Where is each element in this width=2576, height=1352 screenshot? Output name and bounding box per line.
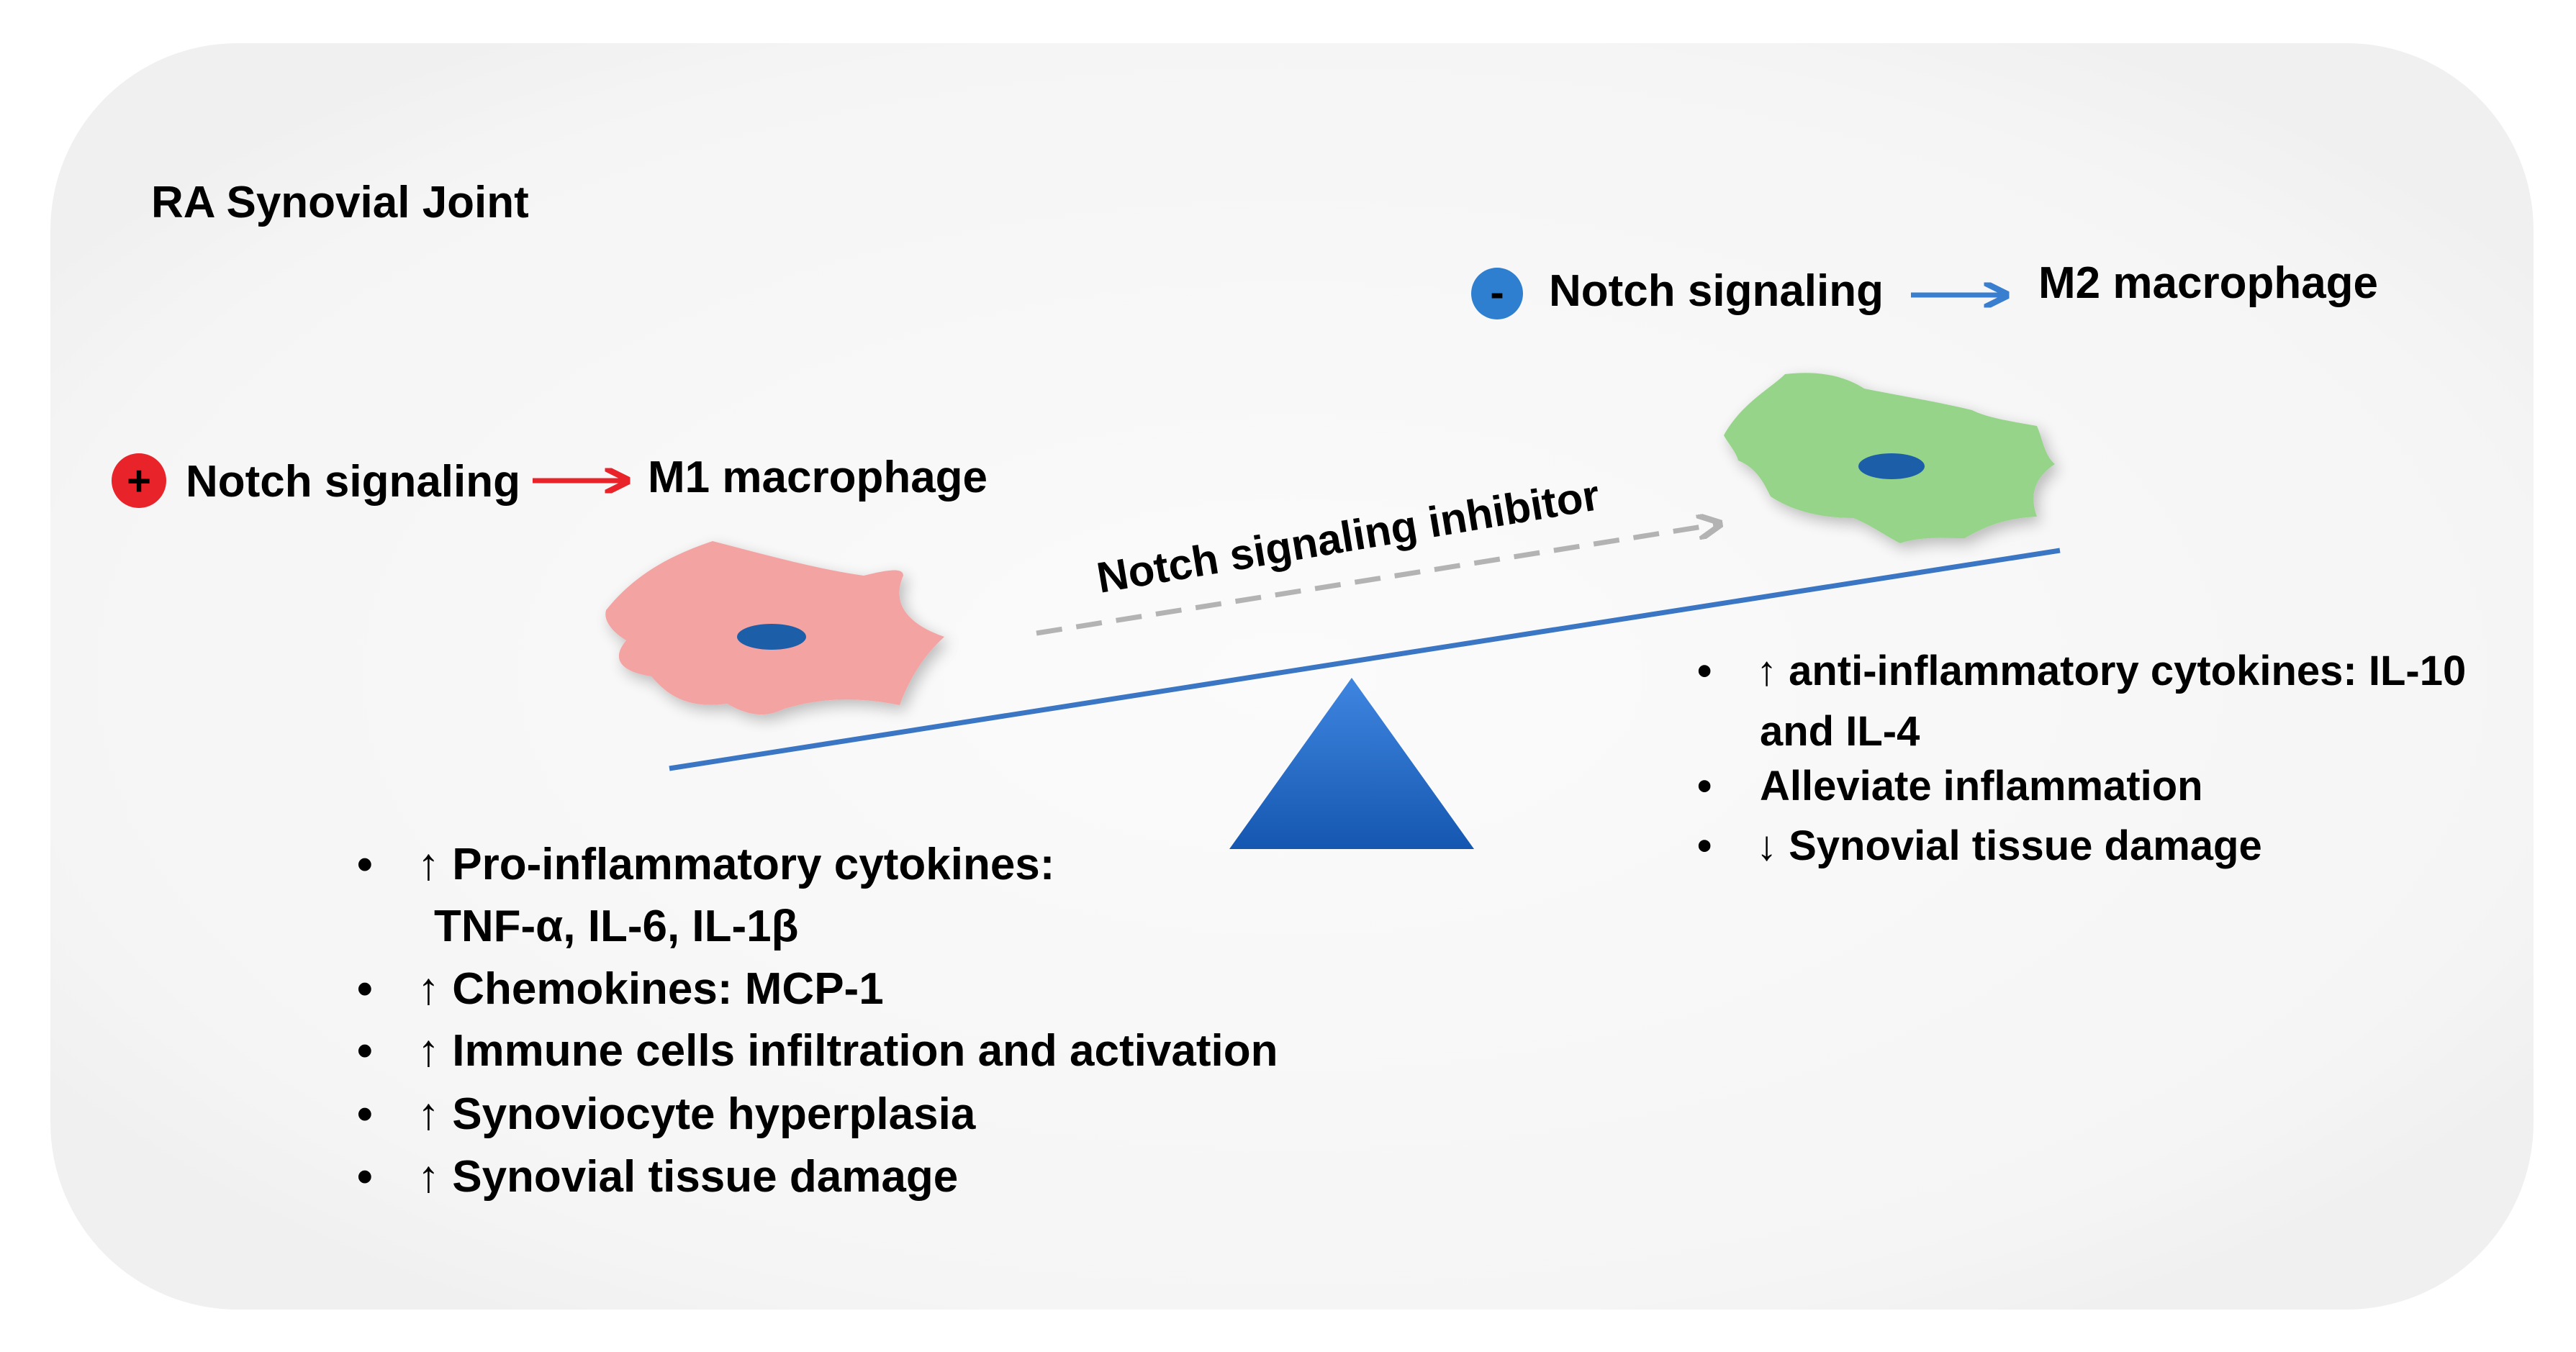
plus-sign-glyph: +	[127, 458, 151, 504]
m2-signal-row: - Notch signaling M2 macrophage	[1471, 258, 2378, 319]
m2-effects-list: • ↑ anti-inflammatory cytokines: IL-10 a…	[1697, 648, 2466, 869]
fulcrum-triangle	[1229, 678, 1474, 849]
m1-macrophage-label: M1 macrophage	[648, 453, 988, 502]
m1-effect-4-line-1: ↑ Synoviocyte hyperplasia	[417, 1089, 976, 1139]
m1-effect-1-line-2: TNF-α, IL-6, IL-1β	[434, 902, 798, 951]
m2-effect-1-line-2: and IL-4	[1760, 708, 1920, 755]
m1-effect-2-line-1: ↑ Chemokines: MCP-1	[417, 964, 884, 1014]
minus-sign-glyph: -	[1490, 269, 1504, 316]
m1-effect-5-bullet: •	[357, 1152, 373, 1202]
m1-effect-1-bullet: •	[357, 840, 373, 889]
inhibitor-dashed-arrow	[1036, 524, 1720, 636]
m1-macrophage-cell	[605, 541, 944, 715]
m1-effect-1-line-1: ↑ Pro-inflammatory cytokines:	[417, 840, 1054, 889]
background-panel	[50, 43, 2534, 1310]
m1-effect-3-line-1: ↑ Immune cells infiltration and activati…	[417, 1026, 1278, 1076]
m1-effect-5-line-1: ↑ Synovial tissue damage	[417, 1152, 958, 1202]
plus-sign-icon	[112, 453, 166, 508]
m1-effect-3-bullet: •	[357, 1026, 373, 1076]
m1-effect-4-bullet: •	[357, 1089, 373, 1139]
m1-effects-list: • ↑ Pro-inflammatory cytokines: TNF-α, I…	[357, 840, 1278, 1202]
m1-effect-2-bullet: •	[357, 964, 373, 1014]
m2-nucleus	[1858, 453, 1925, 479]
m1-signal-row: + Notch signaling M1 macrophage	[112, 453, 988, 508]
m1-notch-signaling-label: Notch signaling	[186, 457, 520, 507]
m2-effect-3-bullet: •	[1697, 822, 1712, 869]
m2-effect-3-line-1: ↓ Synovial tissue damage	[1756, 822, 2262, 869]
m2-macrophage-label: M2 macrophage	[2038, 258, 2378, 308]
m1-nucleus	[737, 624, 806, 650]
m2-effect-2-line-1: Alleviate inflammation	[1760, 763, 2203, 809]
seesaw-beam	[669, 548, 2061, 771]
m2-macrophage-cell	[1724, 373, 2055, 543]
m2-effect-1-line-1: ↑ anti-inflammatory cytokines: IL-10	[1756, 648, 2466, 694]
minus-sign-icon	[1471, 268, 1523, 319]
diagram-title: RA Synovial Joint	[151, 178, 529, 227]
m2-effect-1-bullet: •	[1697, 648, 1712, 694]
m2-notch-signaling-label: Notch signaling	[1549, 266, 1884, 316]
m2-effect-2-bullet: •	[1697, 763, 1712, 809]
